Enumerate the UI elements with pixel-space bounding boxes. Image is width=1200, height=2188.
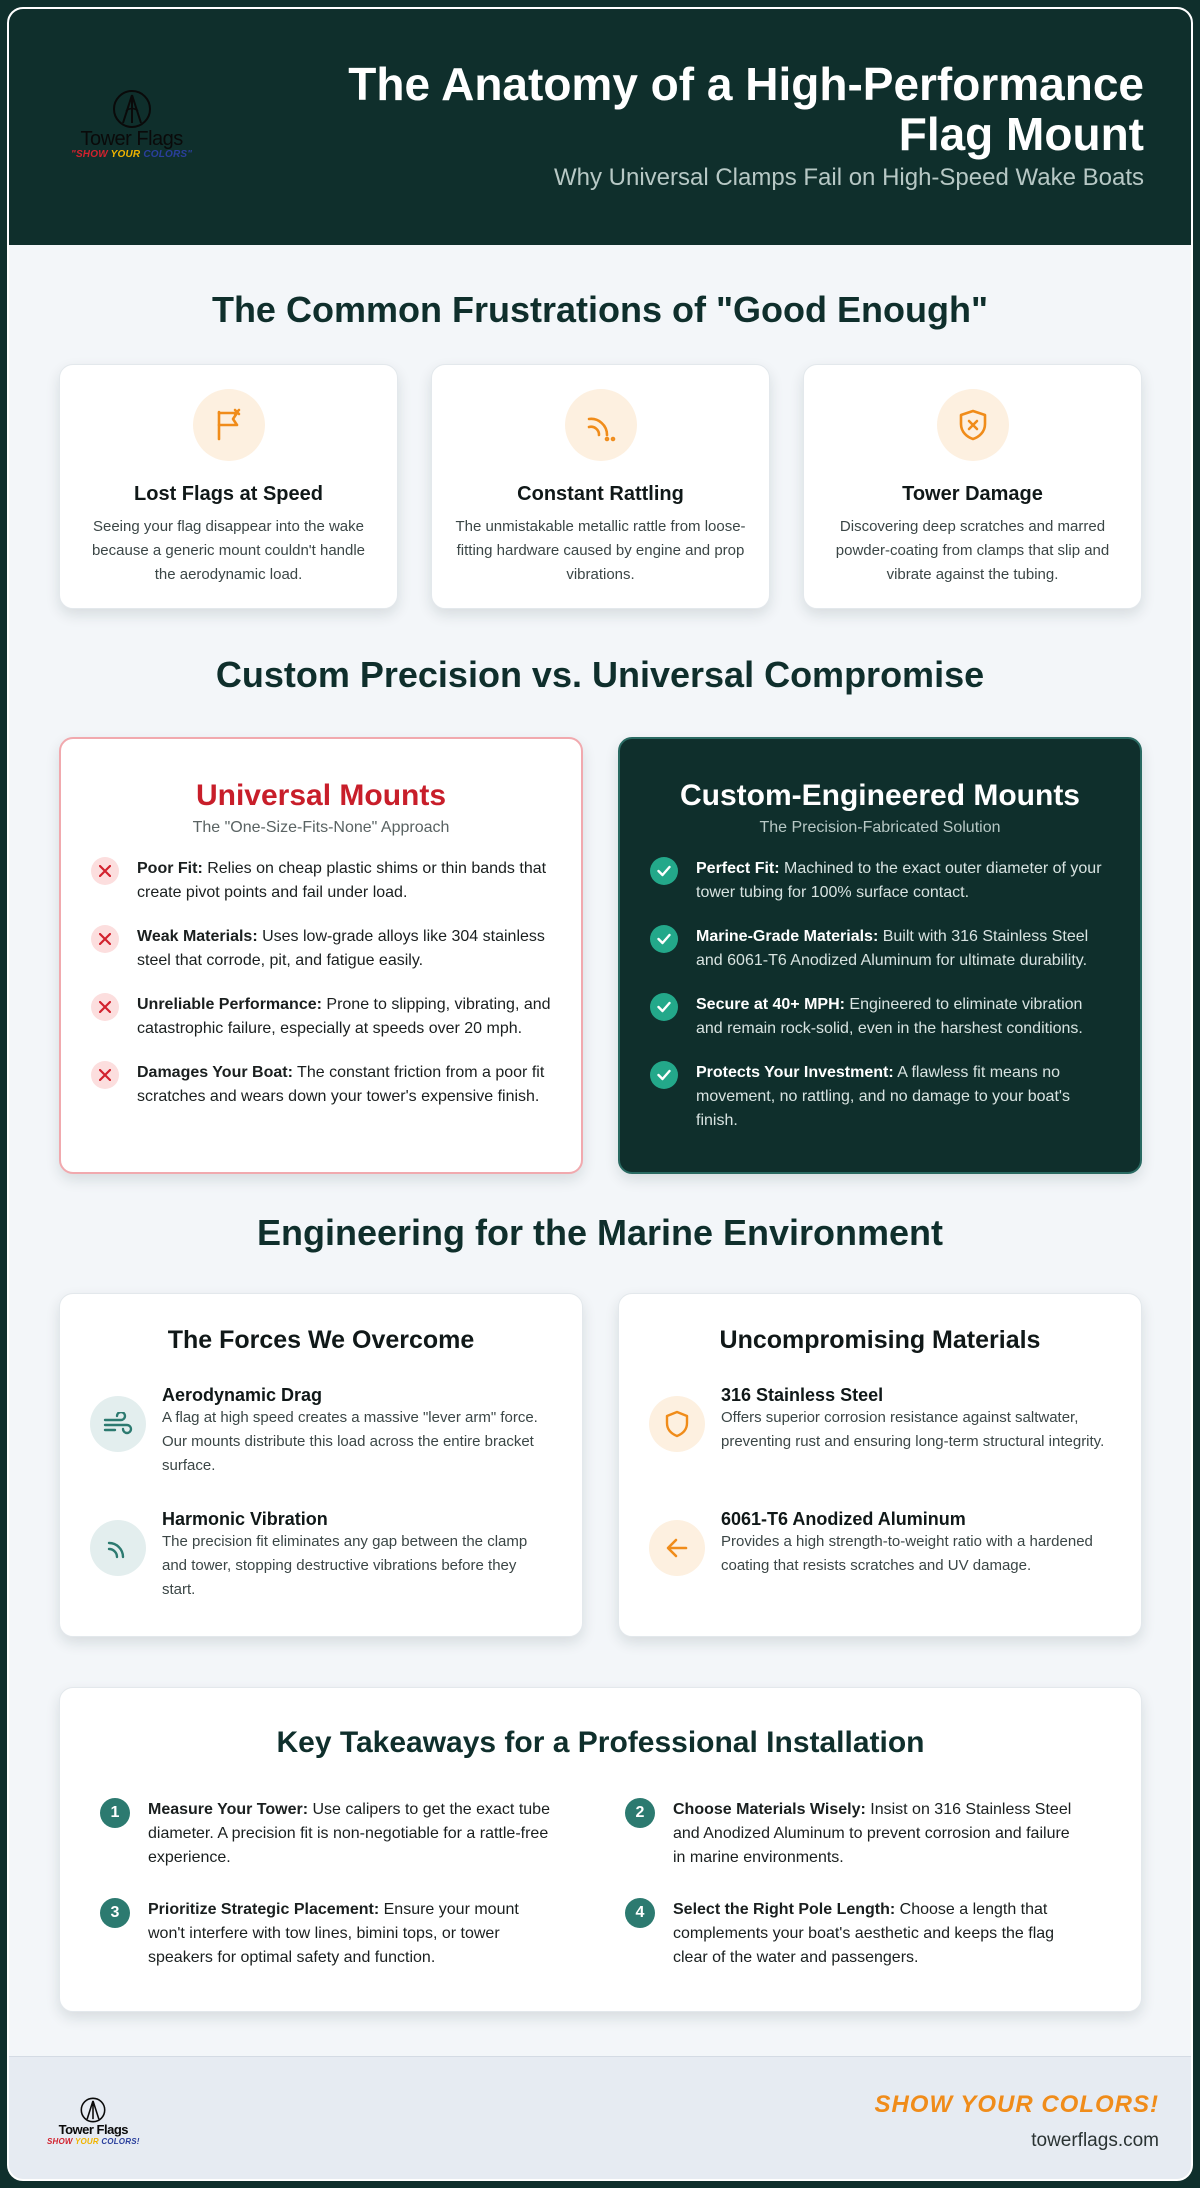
x-icon xyxy=(91,925,119,953)
frustration-card-rattling: Constant Rattling The unmistakable metal… xyxy=(431,364,770,609)
step-number: 2 xyxy=(625,1798,655,1828)
materials-title: Uncompromising Materials xyxy=(719,1326,1041,1354)
custom-mounts-card: Custom-Engineered Mounts The Precision-F… xyxy=(618,737,1142,1174)
footer: Tower Flags SHOW YOUR COLORS! SHOW YOUR … xyxy=(9,2056,1191,2179)
step-number: 4 xyxy=(625,1898,655,1928)
footer-slogan: SHOW YOUR COLORS! xyxy=(874,2091,1159,2118)
universal-item: Unreliable Performance: Prone to slippin… xyxy=(91,993,551,1041)
frustration-card-lost-flags: Lost Flags at Speed Seeing your flag dis… xyxy=(59,364,398,609)
check-icon xyxy=(650,925,678,953)
takeaway-item: 2 Choose Materials Wisely: Insist on 316… xyxy=(625,1798,1075,1870)
takeaways-card: Key Takeaways for a Professional Install… xyxy=(59,1687,1142,2012)
universal-item: Weak Materials: Uses low-grade alloys li… xyxy=(91,925,551,973)
universal-item: Poor Fit: Relies on cheap plastic shims … xyxy=(91,857,551,905)
frustration-card-tower-damage: Tower Damage Discovering deep scratches … xyxy=(803,364,1142,609)
universal-mounts-card: Universal Mounts The "One-Size-Fits-None… xyxy=(59,737,583,1174)
brand-name: Tower Flags xyxy=(58,2122,129,2137)
takeaways-title: Key Takeaways for a Professional Install… xyxy=(276,1726,925,1759)
header-banner: Tower Flags "SHOW YOUR COLORS" The Anato… xyxy=(9,9,1191,245)
custom-item: Perfect Fit: Machined to the exact outer… xyxy=(650,857,1110,905)
force-title: Harmonic Vibration xyxy=(162,1509,328,1529)
custom-title: Custom-Engineered Mounts xyxy=(679,779,1080,812)
arrow-left-icon xyxy=(649,1520,705,1576)
frustrations-title: The Common Frustrations of "Good Enough" xyxy=(211,289,989,330)
material-text: Provides a high strength-to-weight ratio… xyxy=(721,1533,1093,1574)
universal-title: Universal Mounts xyxy=(195,779,447,812)
frustration-text: Discovering deep scratches and marred po… xyxy=(835,518,1110,583)
material-text: Offers superior corrosion resistance aga… xyxy=(721,1409,1105,1450)
takeaway-item: 4 Select the Right Pole Length: Choose a… xyxy=(625,1898,1075,1970)
shield-icon xyxy=(649,1396,705,1452)
page-title: The Anatomy of a High-Performance Flag M… xyxy=(348,58,1144,160)
shield-x-icon xyxy=(936,389,1009,461)
material-title: 316 Stainless Steel xyxy=(721,1385,884,1405)
comparison-title: Custom Precision vs. Universal Compromis… xyxy=(215,654,985,695)
brand-tagline: "SHOW YOUR COLORS" xyxy=(71,149,193,160)
engineering-title: Engineering for the Marine Environment xyxy=(256,1212,944,1253)
x-icon xyxy=(91,993,119,1021)
brand-name: Tower Flags xyxy=(80,128,183,150)
frustration-title: Tower Damage xyxy=(902,483,1043,505)
tower-logo-icon xyxy=(80,2097,106,2123)
frustration-title: Constant Rattling xyxy=(517,483,684,505)
custom-item: Protects Your Investment: A flawless fit… xyxy=(650,1061,1110,1133)
x-icon xyxy=(91,1061,119,1089)
vibration-icon xyxy=(564,389,637,461)
force-item-drag: Aerodynamic Drag A flag at high speed cr… xyxy=(90,1384,552,1478)
force-title: Aerodynamic Drag xyxy=(162,1385,323,1405)
wind-icon xyxy=(90,1396,146,1452)
material-title: 6061-T6 Anodized Aluminum xyxy=(721,1509,966,1529)
universal-subtitle: The "One-Size-Fits-None" Approach xyxy=(192,819,450,836)
check-icon xyxy=(650,857,678,885)
custom-item: Secure at 40+ MPH: Engineered to elimina… xyxy=(650,993,1110,1041)
brand-logo[interactable]: Tower Flags "SHOW YOUR COLORS" xyxy=(71,89,192,161)
frustration-text: The unmistakable metallic rattle from lo… xyxy=(455,518,746,583)
custom-subtitle: The Precision-Fabricated Solution xyxy=(759,819,1001,836)
vibration-icon xyxy=(90,1520,146,1576)
force-text: The precision fit eliminates any gap bet… xyxy=(162,1533,528,1598)
material-item-stainless: 316 Stainless Steel Offers superior corr… xyxy=(649,1384,1111,1454)
force-text: A flag at high speed creates a massive "… xyxy=(162,1409,538,1474)
page-subtitle: Why Universal Clamps Fail on High-Speed … xyxy=(553,164,1144,191)
flag-icon xyxy=(192,389,265,461)
frustration-title: Lost Flags at Speed xyxy=(134,483,323,505)
check-icon xyxy=(650,993,678,1021)
custom-item: Marine-Grade Materials: Built with 316 S… xyxy=(650,925,1110,973)
takeaway-item: 1 Measure Your Tower: Use calipers to ge… xyxy=(100,1798,550,1870)
infographic-page: Tower Flags "SHOW YOUR COLORS" The Anato… xyxy=(7,7,1193,2181)
step-number: 1 xyxy=(100,1798,130,1828)
forces-card: The Forces We Overcome Aerodynamic Drag … xyxy=(59,1293,583,1637)
materials-card: Uncompromising Materials 316 Stainless S… xyxy=(618,1293,1142,1637)
forces-title: The Forces We Overcome xyxy=(167,1326,475,1354)
footer-logo[interactable]: Tower Flags SHOW YOUR COLORS! xyxy=(47,2097,140,2147)
material-item-aluminum: 6061-T6 Anodized Aluminum Provides a hig… xyxy=(649,1508,1111,1578)
check-icon xyxy=(650,1061,678,1089)
x-icon xyxy=(91,857,119,885)
tower-logo-icon xyxy=(112,90,151,128)
footer-site-link[interactable]: towerflags.com xyxy=(1031,2130,1159,2151)
frustration-text: Seeing your flag disappear into the wake… xyxy=(91,518,366,583)
brand-tagline: SHOW YOUR COLORS! xyxy=(47,2137,140,2146)
force-item-vibration: Harmonic Vibration The precision fit eli… xyxy=(90,1508,552,1602)
universal-item: Damages Your Boat: The constant friction… xyxy=(91,1061,551,1109)
takeaway-item: 3 Prioritize Strategic Placement: Ensure… xyxy=(100,1898,550,1970)
step-number: 3 xyxy=(100,1898,130,1928)
